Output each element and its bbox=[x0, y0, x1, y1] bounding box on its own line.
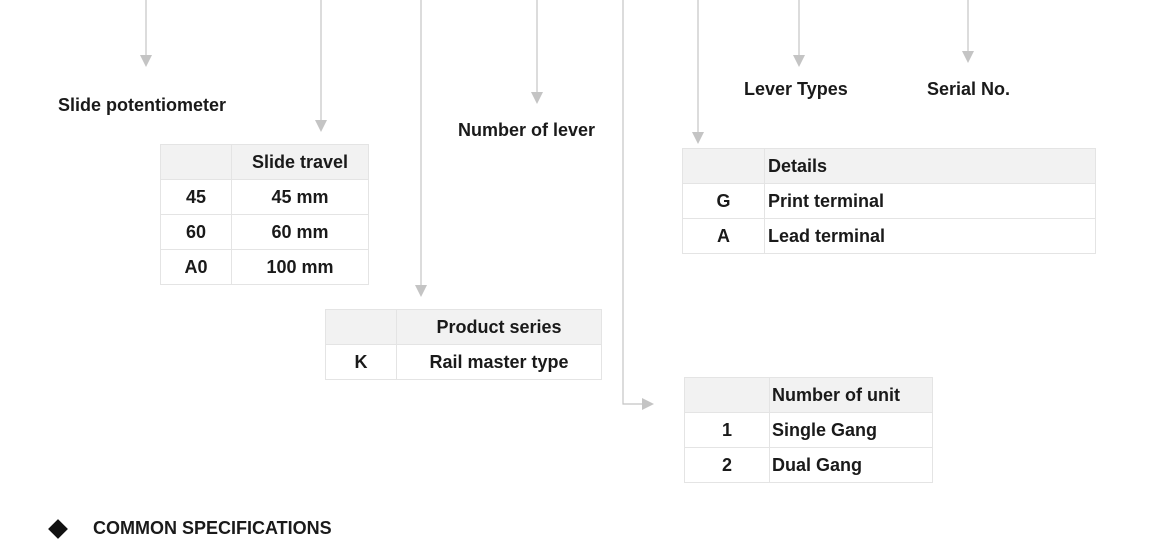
table-header-cell bbox=[684, 377, 770, 413]
table-row: K Rail master type bbox=[325, 344, 602, 380]
details-table: Details G Print terminal A Lead terminal bbox=[682, 148, 1096, 254]
table-row: 60 60 mm bbox=[160, 214, 369, 250]
table-row: 1 Single Gang bbox=[684, 412, 933, 448]
table-cell-code: A bbox=[682, 218, 765, 254]
label-number-of-lever: Number of lever bbox=[458, 120, 596, 140]
table-cell-code: 1 bbox=[684, 412, 770, 448]
table-cell-code: 60 bbox=[160, 214, 232, 250]
arrow-down-icon bbox=[692, 132, 704, 144]
table-cell-value: Print terminal bbox=[764, 183, 1096, 219]
table-row: A0 100 mm bbox=[160, 249, 369, 285]
table-cell-value: 60 mm bbox=[231, 214, 369, 250]
product-series-table: Product series K Rail master type bbox=[325, 309, 602, 380]
table-header-row: Product series bbox=[325, 309, 602, 345]
connector-line-number-of-unit bbox=[622, 0, 643, 405]
table-header-cell: Number of unit bbox=[769, 377, 933, 413]
diamond-bullet-icon bbox=[48, 518, 68, 539]
arrow-down-icon bbox=[315, 120, 327, 132]
label-lever-types: Lever Types bbox=[744, 79, 848, 99]
table-cell-value: 100 mm bbox=[231, 249, 369, 285]
table-cell-value: Dual Gang bbox=[769, 447, 933, 483]
arrow-down-icon bbox=[962, 51, 974, 63]
table-cell-code: G bbox=[682, 183, 765, 219]
table-cell-value: Single Gang bbox=[769, 412, 933, 448]
table-cell-code: K bbox=[325, 344, 397, 380]
table-cell-code: 2 bbox=[684, 447, 770, 483]
table-header-cell: Details bbox=[764, 148, 1096, 184]
arrow-down-icon bbox=[140, 55, 152, 67]
table-cell-code: A0 bbox=[160, 249, 232, 285]
table-header-cell bbox=[682, 148, 765, 184]
common-specifications-heading: COMMON SPECIFICATIONS bbox=[46, 518, 332, 539]
arrow-down-icon bbox=[793, 55, 805, 67]
table-cell-value: Lead terminal bbox=[764, 218, 1096, 254]
label-serial-no: Serial No. bbox=[927, 79, 1011, 99]
table-header-row: Slide travel bbox=[160, 144, 369, 180]
table-cell-value: Rail master type bbox=[396, 344, 602, 380]
arrow-right-icon bbox=[642, 398, 654, 410]
table-row: A Lead terminal bbox=[682, 218, 1096, 254]
table-cell-code: 45 bbox=[160, 179, 232, 215]
slide-travel-table: Slide travel 45 45 mm 60 60 mm A0 100 mm bbox=[160, 144, 369, 285]
table-header-row: Details bbox=[682, 148, 1096, 184]
table-header-cell bbox=[325, 309, 397, 345]
number-of-unit-table: Number of unit 1 Single Gang 2 Dual Gang bbox=[684, 377, 933, 483]
arrow-down-icon bbox=[415, 285, 427, 297]
label-slide-potentiometer: Slide potentiometer bbox=[58, 95, 227, 115]
arrow-down-icon bbox=[531, 92, 543, 104]
table-cell-value: 45 mm bbox=[231, 179, 369, 215]
table-header-cell: Product series bbox=[396, 309, 602, 345]
table-header-cell bbox=[160, 144, 232, 180]
table-header-row: Number of unit bbox=[684, 377, 933, 413]
section-title: COMMON SPECIFICATIONS bbox=[93, 518, 332, 538]
table-row: G Print terminal bbox=[682, 183, 1096, 219]
table-header-cell: Slide travel bbox=[231, 144, 369, 180]
table-row: 45 45 mm bbox=[160, 179, 369, 215]
table-row: 2 Dual Gang bbox=[684, 447, 933, 483]
